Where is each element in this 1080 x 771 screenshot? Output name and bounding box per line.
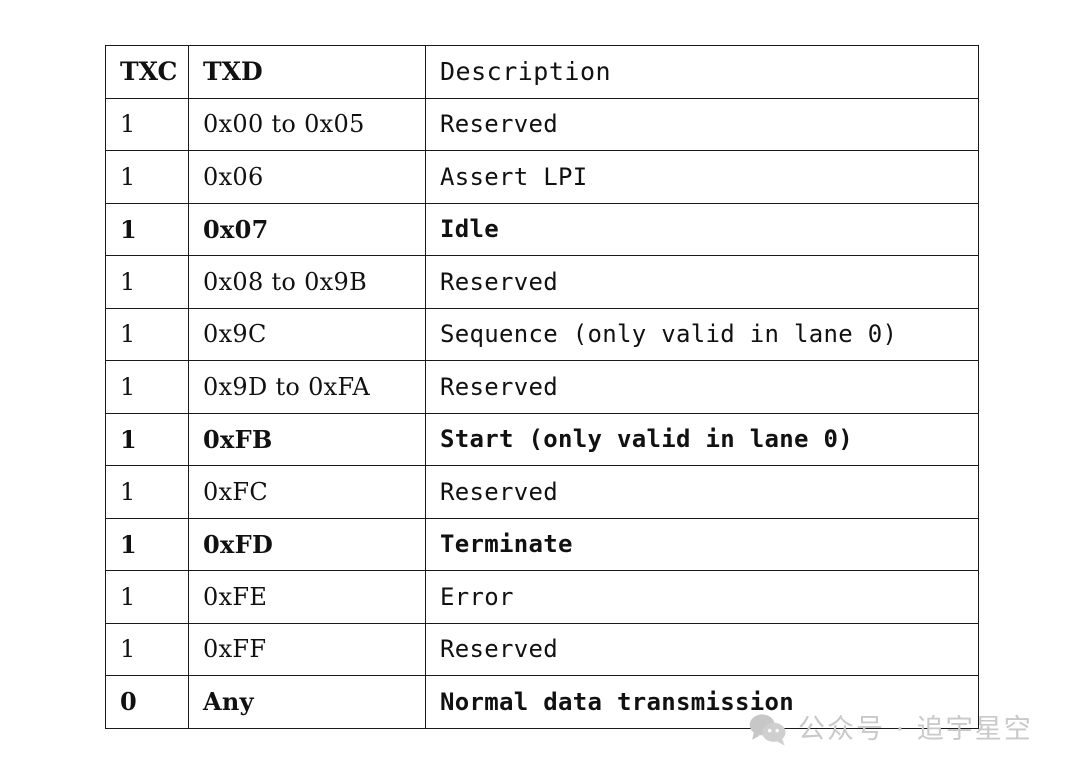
cell-txd: 0x00 to 0x05 <box>188 97 426 151</box>
cell-description: Error <box>425 570 979 624</box>
cell-description: Reserved <box>425 622 979 676</box>
column-header-txd: TXD <box>188 45 426 99</box>
column-header-description: Description <box>425 45 979 99</box>
cell-txc: 0 <box>105 675 189 729</box>
cell-txc: 1 <box>105 255 189 309</box>
cell-description: Idle <box>425 202 979 256</box>
cell-txd: 0xFF <box>188 622 426 676</box>
column-header-txc: TXC <box>105 45 189 99</box>
cell-txc: 1 <box>105 570 189 624</box>
cell-txc: 1 <box>105 150 189 204</box>
cell-description: Start (only valid in lane 0) <box>425 412 979 466</box>
cell-txd: 0x06 <box>188 150 426 204</box>
cell-txc: 1 <box>105 412 189 466</box>
cell-txd: 0xFB <box>188 412 426 466</box>
cell-txc: 1 <box>105 307 189 361</box>
cell-description: Reserved <box>425 360 979 414</box>
cell-txc: 1 <box>105 202 189 256</box>
cell-txd: 0x9C <box>188 307 426 361</box>
cell-txd: 0x08 to 0x9B <box>188 255 426 309</box>
cell-description: Normal data transmission <box>425 675 979 729</box>
cell-description: Reserved <box>425 97 979 151</box>
cell-txd: Any <box>188 675 426 729</box>
cell-description: Terminate <box>425 517 979 571</box>
cell-description: Reserved <box>425 255 979 309</box>
table-header-row: TXC TXD Description <box>105 45 979 99</box>
cell-txd: 0xFE <box>188 570 426 624</box>
cell-description: Sequence (only valid in lane 0) <box>425 307 979 361</box>
cell-txc: 1 <box>105 517 189 571</box>
table-header: TXC TXD Description <box>105 45 979 99</box>
cell-txc: 1 <box>105 622 189 676</box>
cell-txc: 1 <box>105 360 189 414</box>
cell-description: Assert LPI <box>425 150 979 204</box>
cell-txc: 1 <box>105 465 189 519</box>
cell-txd: 0x07 <box>188 202 426 256</box>
cell-txd: 0xFC <box>188 465 426 519</box>
cell-txd: 0xFD <box>188 517 426 571</box>
cell-txd: 0x9D to 0xFA <box>188 360 426 414</box>
cell-txc: 1 <box>105 97 189 151</box>
cell-description: Reserved <box>425 465 979 519</box>
